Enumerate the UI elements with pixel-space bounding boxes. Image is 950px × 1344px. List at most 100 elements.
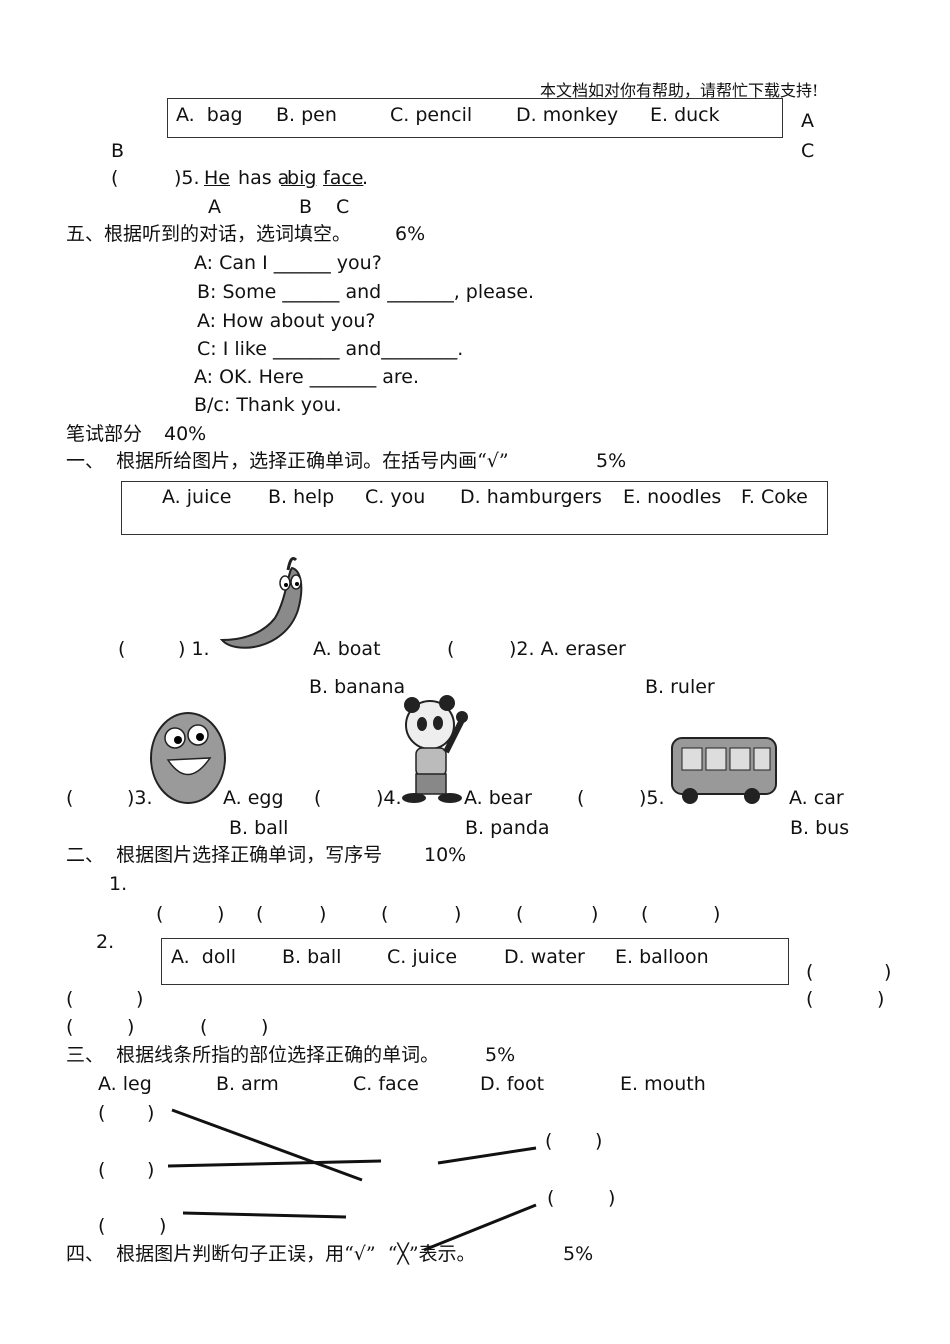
option: B. pen <box>276 104 337 126</box>
option: C. face <box>353 1073 419 1095</box>
dialogue-line: B: Some ______ and _______, please. <box>197 281 535 303</box>
dialogue-line: A: How about you? <box>197 310 376 332</box>
answer-paren: ( <box>806 961 814 983</box>
answer-paren: ( <box>98 1215 106 1237</box>
score: 10% <box>424 844 467 866</box>
option: A. juice <box>162 486 232 508</box>
letter-label: B <box>111 140 125 162</box>
option: C. you <box>365 486 426 508</box>
answer-paren: ( <box>66 787 74 809</box>
choice: A. bear <box>464 787 532 809</box>
answer-paren: ) <box>319 903 327 925</box>
bus-picture <box>671 737 777 804</box>
score: 5% <box>596 450 627 472</box>
answer-paren: ( <box>200 1016 208 1038</box>
option: D. water <box>504 946 585 968</box>
word-box <box>121 481 828 535</box>
option: F. Coke <box>741 486 808 508</box>
choice: B. ruler <box>645 676 715 698</box>
choice: B. panda <box>465 817 550 839</box>
option: E. noodles <box>623 486 722 508</box>
section-title: 五、根据听到的对话，选词填空。 <box>66 223 352 245</box>
banana-picture <box>219 557 303 649</box>
answer-paren: ( <box>98 1102 106 1124</box>
section-title: 四、 根据图片判断句子正误，用“√” “╳”表示。 <box>66 1243 476 1265</box>
word-box-top <box>167 98 783 138</box>
letter-label: A <box>801 110 814 132</box>
text: has a <box>232 167 290 189</box>
section-title: 一、 根据所给图片，选择正确单词。在括号内画“√” <box>66 450 509 472</box>
section-title: 笔试部分 <box>66 423 143 445</box>
answer-paren: ) <box>713 903 721 925</box>
answer-paren: ) <box>261 1016 269 1038</box>
choice: B. banana <box>309 676 406 698</box>
word-he: He <box>204 167 230 189</box>
panda-picture <box>402 695 468 803</box>
choice: B. bus <box>790 817 850 839</box>
section-title: 二、 根据图片选择正确单词，写序号 <box>66 844 383 866</box>
letter-label: C <box>336 196 350 218</box>
option: D. foot <box>480 1073 545 1095</box>
word-big: big <box>281 167 317 189</box>
answer-paren: ( <box>156 903 164 925</box>
option: E. mouth <box>620 1073 706 1095</box>
score: 6% <box>395 223 426 245</box>
question-number: ) 1. <box>178 638 210 660</box>
option: A. doll <box>171 946 237 968</box>
answer-paren: ) <box>454 903 462 925</box>
option: E. duck <box>650 104 720 126</box>
score: 5% <box>563 1243 594 1265</box>
answer-paren: ) <box>884 961 892 983</box>
answer-paren: ( <box>547 1187 555 1209</box>
option: B. arm <box>216 1073 279 1095</box>
letter-label: C <box>801 140 815 162</box>
choice: A. car <box>789 787 844 809</box>
header-note: 本文档如对你有帮助，请帮忙下载支持! <box>540 81 819 100</box>
option: E. balloon <box>615 946 709 968</box>
answer-paren: ) <box>136 988 144 1010</box>
score: 5% <box>485 1044 516 1066</box>
answer-paren: ( <box>381 903 389 925</box>
option: B. help <box>268 486 335 508</box>
answer-paren: ( <box>577 787 585 809</box>
answer-paren: ) <box>595 1130 603 1152</box>
option: A. leg <box>98 1073 152 1095</box>
answer-paren: ( <box>516 903 524 925</box>
answer-paren: ( <box>806 988 814 1010</box>
question-number: 2. <box>96 931 115 953</box>
answer-paren: ( <box>641 903 649 925</box>
answer-paren: ) <box>217 903 225 925</box>
dialogue-line: B/c: Thank you. <box>194 394 342 416</box>
question-number: )4. <box>376 787 402 809</box>
dialogue-line: C: I like _______ and________. <box>197 338 464 360</box>
question-number: )3. <box>127 787 153 809</box>
answer-paren: ) <box>147 1159 155 1181</box>
option: C. pencil <box>390 104 473 126</box>
question-number: 1. <box>109 873 128 895</box>
answer-paren: ) <box>147 1102 155 1124</box>
answer-paren: ( <box>545 1130 553 1152</box>
question-number: )5. <box>639 787 665 809</box>
egg-picture <box>150 712 226 804</box>
pointer-lines <box>167 1108 537 1252</box>
dialogue-line: A: OK. Here _______ are. <box>194 366 420 388</box>
option: C. juice <box>387 946 458 968</box>
option: D. hamburgers <box>460 486 602 508</box>
option: D. monkey <box>516 104 619 126</box>
option: B. ball <box>282 946 342 968</box>
question-number: )2. A. eraser <box>509 638 626 660</box>
answer-paren: ( <box>66 1016 74 1038</box>
answer-paren: ) <box>159 1215 167 1237</box>
letter-label: A <box>208 196 221 218</box>
letter-label: B <box>299 196 313 218</box>
score: 40% <box>164 423 207 445</box>
section-title: 三、 根据线条所指的部位选择正确的单词。 <box>66 1044 440 1066</box>
answer-paren: ( <box>98 1159 106 1181</box>
question-number: )5. <box>174 167 200 189</box>
answer-paren: ( <box>314 787 322 809</box>
answer-paren: ( <box>66 988 74 1010</box>
answer-paren: ) <box>877 988 885 1010</box>
choice: A. boat <box>313 638 381 660</box>
dialogue-line: A: Can I ______ you? <box>194 252 382 274</box>
